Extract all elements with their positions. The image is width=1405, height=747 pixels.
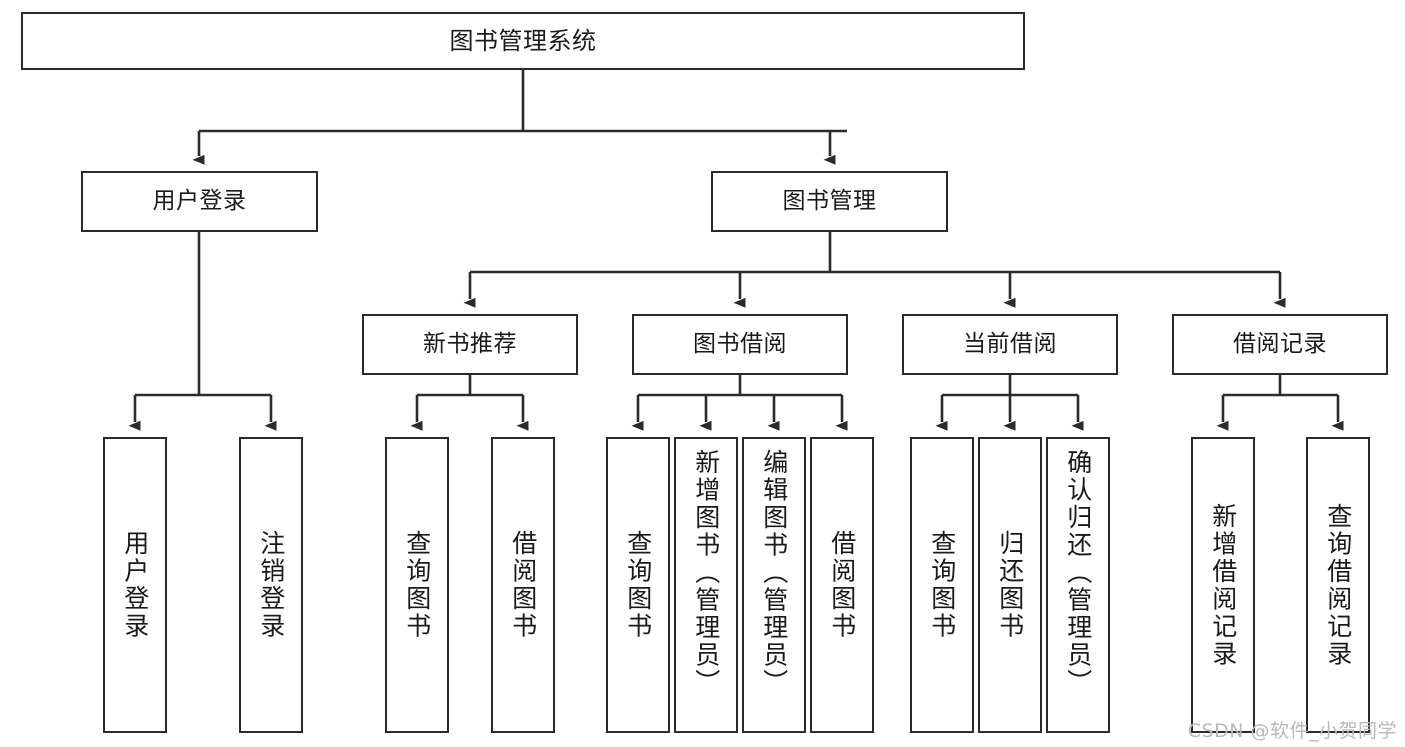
node-borrow-record[interactable]: 借阅记录: [1172, 314, 1388, 375]
node-label: 图书管理系统: [449, 26, 597, 55]
node-label: 确认归还（管理员）: [1063, 449, 1093, 697]
leaf-return-books[interactable]: 归还图书: [978, 437, 1042, 733]
leaf-confirm-return-admin[interactable]: 确认归还（管理员）: [1046, 437, 1110, 733]
node-label: 借阅图书: [508, 530, 538, 640]
node-user-login[interactable]: 用户登录: [81, 171, 318, 232]
node-label: 查询图书: [927, 530, 957, 640]
node-label: 注销登录: [256, 530, 286, 640]
leaf-query-books-borrow[interactable]: 查询图书: [606, 437, 670, 733]
node-book-borrow[interactable]: 图书借阅: [632, 314, 848, 375]
node-label: 新书推荐: [423, 330, 517, 357]
node-label: 图书管理: [782, 187, 877, 214]
leaf-add-book-admin[interactable]: 新增图书（管理员）: [674, 437, 738, 733]
node-label: 查询借阅记录: [1323, 502, 1353, 668]
node-label: 查询图书: [402, 530, 432, 640]
node-label: 借阅记录: [1233, 330, 1327, 357]
node-label: 编辑图书（管理员）: [759, 449, 789, 697]
leaf-borrow-books[interactable]: 借阅图书: [810, 437, 874, 733]
csdn-watermark: CSDN @软件_小贺同学: [1187, 720, 1397, 742]
node-label: 查询图书: [623, 530, 653, 640]
leaf-query-books-new[interactable]: 查询图书: [385, 437, 449, 733]
node-label: 新增借阅记录: [1208, 502, 1238, 668]
node-book-management[interactable]: 图书管理: [711, 171, 948, 232]
node-label: 新增图书（管理员）: [691, 449, 721, 697]
leaf-query-borrow-record[interactable]: 查询借阅记录: [1306, 437, 1370, 733]
leaf-edit-book-admin[interactable]: 编辑图书（管理员）: [742, 437, 806, 733]
node-new-book-recommend[interactable]: 新书推荐: [362, 314, 578, 375]
node-current-borrow[interactable]: 当前借阅: [902, 314, 1118, 375]
leaf-borrow-books-new[interactable]: 借阅图书: [491, 437, 555, 733]
node-label: 用户登录: [152, 187, 247, 214]
leaf-query-books-current[interactable]: 查询图书: [910, 437, 974, 733]
leaf-logout[interactable]: 注销登录: [239, 437, 303, 733]
node-label: 归还图书: [995, 530, 1025, 640]
leaf-user-login[interactable]: 用户登录: [103, 437, 167, 733]
node-root-library-system[interactable]: 图书管理系统: [21, 12, 1025, 70]
node-label: 当前借阅: [963, 330, 1057, 357]
node-label: 借阅图书: [827, 530, 857, 640]
node-label: 图书借阅: [693, 330, 787, 357]
node-label: 用户登录: [120, 530, 150, 640]
leaf-add-borrow-record[interactable]: 新增借阅记录: [1191, 437, 1255, 733]
